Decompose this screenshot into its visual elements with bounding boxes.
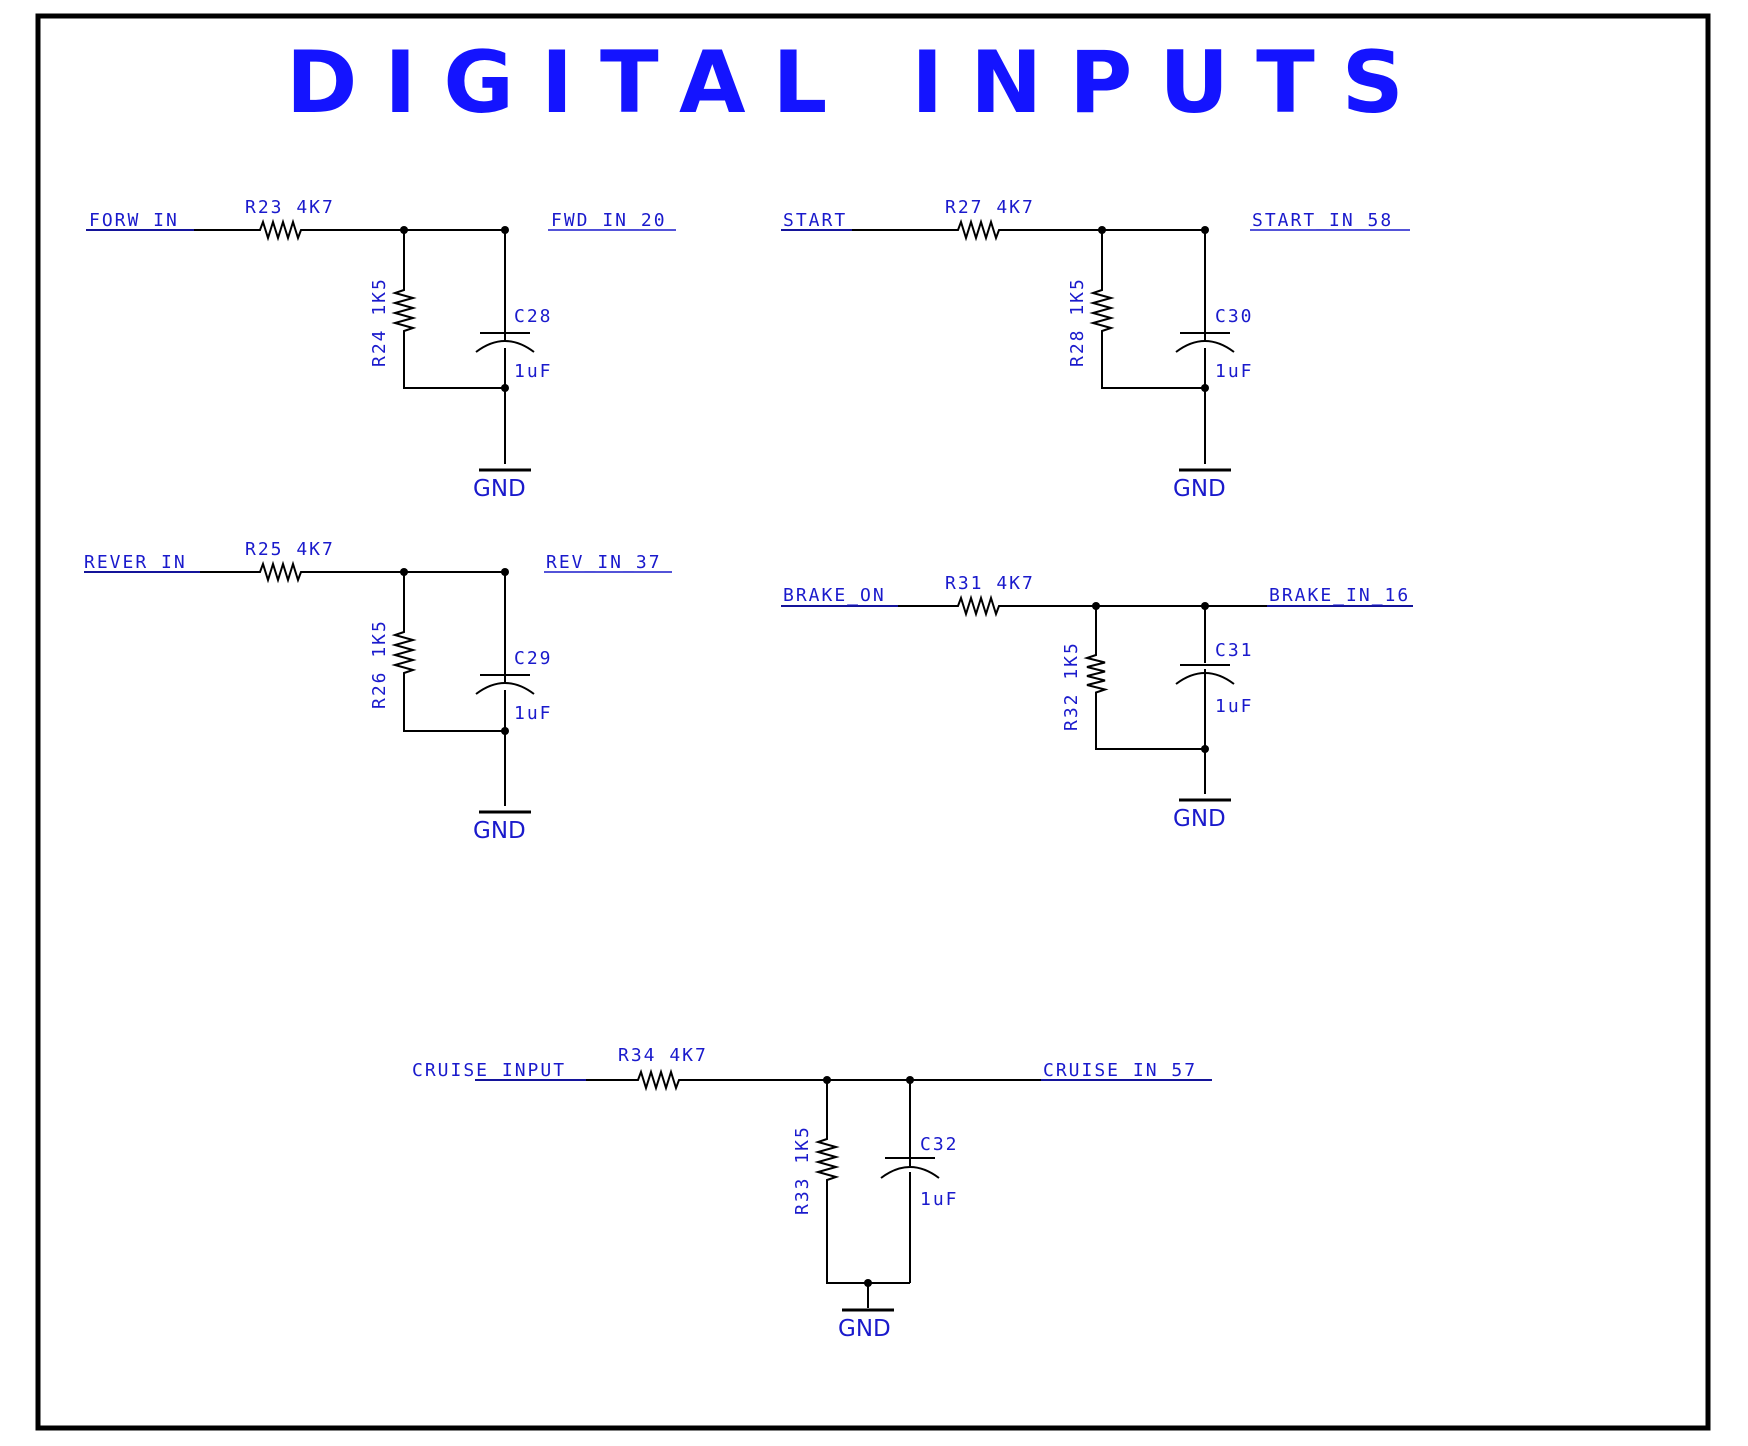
schematic-title: DIGITAL INPUTS [286, 33, 1431, 133]
circuit-wires [84, 571, 506, 806]
capacitor-value-label: 1uF [1215, 696, 1254, 717]
pulldown-resistor-symbol [814, 1133, 840, 1200]
circuit-wires [781, 229, 1206, 464]
junction-dot [1201, 745, 1209, 753]
pulldown-resistor-symbol [1083, 650, 1109, 714]
capacitor-symbol [880, 1157, 940, 1179]
pulldown-resistor-symbol [1089, 283, 1115, 357]
capacitor-label: C32 [920, 1134, 959, 1155]
ground-label: GND [473, 818, 526, 844]
junction-dot [1201, 602, 1209, 610]
capacitor-symbol [1175, 664, 1235, 685]
junction-dot [1201, 226, 1209, 234]
series-resistor-label: R34 4K7 [618, 1045, 708, 1066]
junction-dot [1092, 602, 1100, 610]
series-resistor-symbol [232, 560, 320, 584]
circuit-cruise-input: CRUISE_INPUT R34 4K7 CRUISE_IN_57 R33 1K… [412, 1045, 1212, 1342]
circuit-wires [475, 1079, 1212, 1308]
ground-label: GND [1173, 476, 1226, 502]
capacitor-value-label: 1uF [514, 703, 553, 724]
input-net-label: FORW_IN [89, 210, 179, 231]
junction-dot [501, 568, 509, 576]
junction-dot [400, 568, 408, 576]
input-net-label: CRUISE_INPUT [412, 1060, 566, 1081]
junction-dot [501, 226, 509, 234]
circuit-rever-in: REVER_IN R25 4K7 REV_IN_37 R26 1K5 C29 1… [84, 539, 672, 844]
capacitor-label: C30 [1215, 306, 1254, 327]
ground-label: GND [1173, 806, 1226, 832]
output-net-label: BRAKE_IN_16 [1269, 585, 1410, 606]
series-resistor-label: R25 4K7 [245, 539, 335, 560]
circuit-brake-on: BRAKE_ON R31 4K7 BRAKE_IN_16 R32 1K5 C31… [781, 573, 1413, 832]
series-resistor-symbol [636, 1068, 696, 1092]
input-net-label: START [783, 210, 847, 231]
circuit-forw-in: FORW_IN R23 4K7 FWD_IN_20 R24 1K5 C28 1u… [86, 197, 676, 502]
circuit-wires [86, 229, 506, 464]
ground-label: GND [473, 476, 526, 502]
capacitor-symbol [1175, 332, 1235, 353]
capacitor-value-label: 1uF [1215, 361, 1254, 382]
output-net-label: START_IN_58 [1252, 210, 1393, 231]
capacitor-label: C28 [514, 306, 553, 327]
junction-dot [1201, 384, 1209, 392]
capacitor-label: C29 [514, 648, 553, 669]
output-net-label: CRUISE_IN_57 [1043, 1060, 1197, 1081]
capacitor-label: C31 [1215, 640, 1254, 661]
pulldown-resistor-symbol [391, 625, 417, 699]
pulldown-resistor-label: R33 1K5 [792, 1125, 813, 1215]
pulldown-resistor-label: R32 1K5 [1061, 641, 1082, 731]
capacitor-value-label: 1uF [920, 1189, 959, 1210]
junction-dot [400, 226, 408, 234]
series-resistor-label: R27 4K7 [945, 197, 1035, 218]
output-net-label: FWD_IN_20 [551, 210, 667, 231]
ground-label: GND [838, 1316, 891, 1342]
pulldown-resistor-label: R28 1K5 [1067, 277, 1088, 367]
series-resistor-label: R31 4K7 [945, 573, 1035, 594]
pulldown-resistor-label: R24 1K5 [369, 277, 390, 367]
circuit-start: START R27 4K7 START_IN_58 R28 1K5 C30 1u… [781, 197, 1410, 502]
output-net-label: REV_IN_37 [546, 552, 662, 573]
capacitor-value-label: 1uF [514, 361, 553, 382]
sheet-border [35, 13, 1711, 1431]
input-net-label: BRAKE_ON [783, 585, 886, 606]
capacitor-symbol [475, 332, 535, 353]
junction-dot [501, 384, 509, 392]
series-resistor-symbol [232, 218, 320, 242]
series-resistor-label: R23 4K7 [245, 197, 335, 218]
junction-dot [906, 1076, 914, 1084]
series-resistor-symbol [930, 594, 1018, 618]
junction-dot [823, 1076, 831, 1084]
pulldown-resistor-symbol [391, 283, 417, 357]
series-resistor-symbol [930, 218, 1018, 242]
junction-dot [501, 727, 509, 735]
capacitor-symbol [475, 674, 535, 695]
junction-dot [864, 1279, 872, 1287]
junction-dot [1098, 226, 1106, 234]
input-net-label: REVER_IN [84, 552, 187, 573]
pulldown-resistor-label: R26 1K5 [369, 619, 390, 709]
